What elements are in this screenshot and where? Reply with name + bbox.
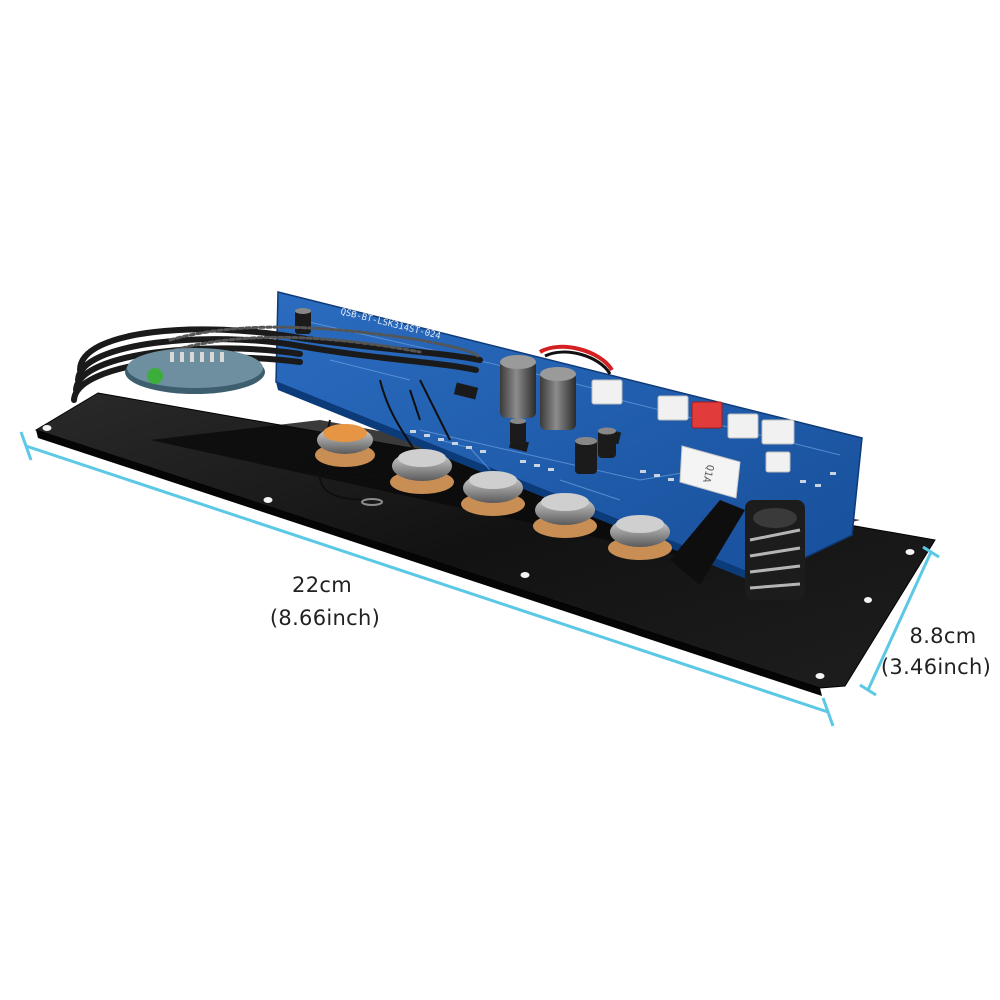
- white-connectors: [591, 379, 795, 473]
- black-power-wire: [544, 350, 612, 375]
- length-metric-label: 22cm: [292, 573, 352, 597]
- width-dimension-line: [859, 545, 940, 697]
- length-imperial-label: (8.66inch): [270, 606, 380, 630]
- width-metric-label: 8.8cm: [910, 624, 977, 648]
- mounting-holes: [42, 425, 915, 679]
- wire-loop: [361, 498, 383, 506]
- audio-jacks: [670, 500, 805, 600]
- red-power-wire: [538, 344, 614, 372]
- potentiometers: [315, 424, 672, 560]
- red-connector: [691, 401, 723, 429]
- pot-5: [608, 515, 672, 560]
- smd-component-row: [410, 430, 836, 487]
- pot-1: [315, 424, 375, 467]
- width-imperial-label: (3.46inch): [881, 655, 991, 679]
- relay: Q1A: [679, 445, 741, 499]
- pot-3: [461, 471, 525, 516]
- display-module: [125, 348, 265, 394]
- large-capacitors: [500, 355, 576, 430]
- svg-text:Q1A: Q1A: [700, 463, 715, 483]
- pot-4: [533, 493, 597, 538]
- length-dimension-line: [19, 431, 835, 727]
- mounting-plate: [34, 392, 936, 696]
- pot-2: [390, 449, 454, 494]
